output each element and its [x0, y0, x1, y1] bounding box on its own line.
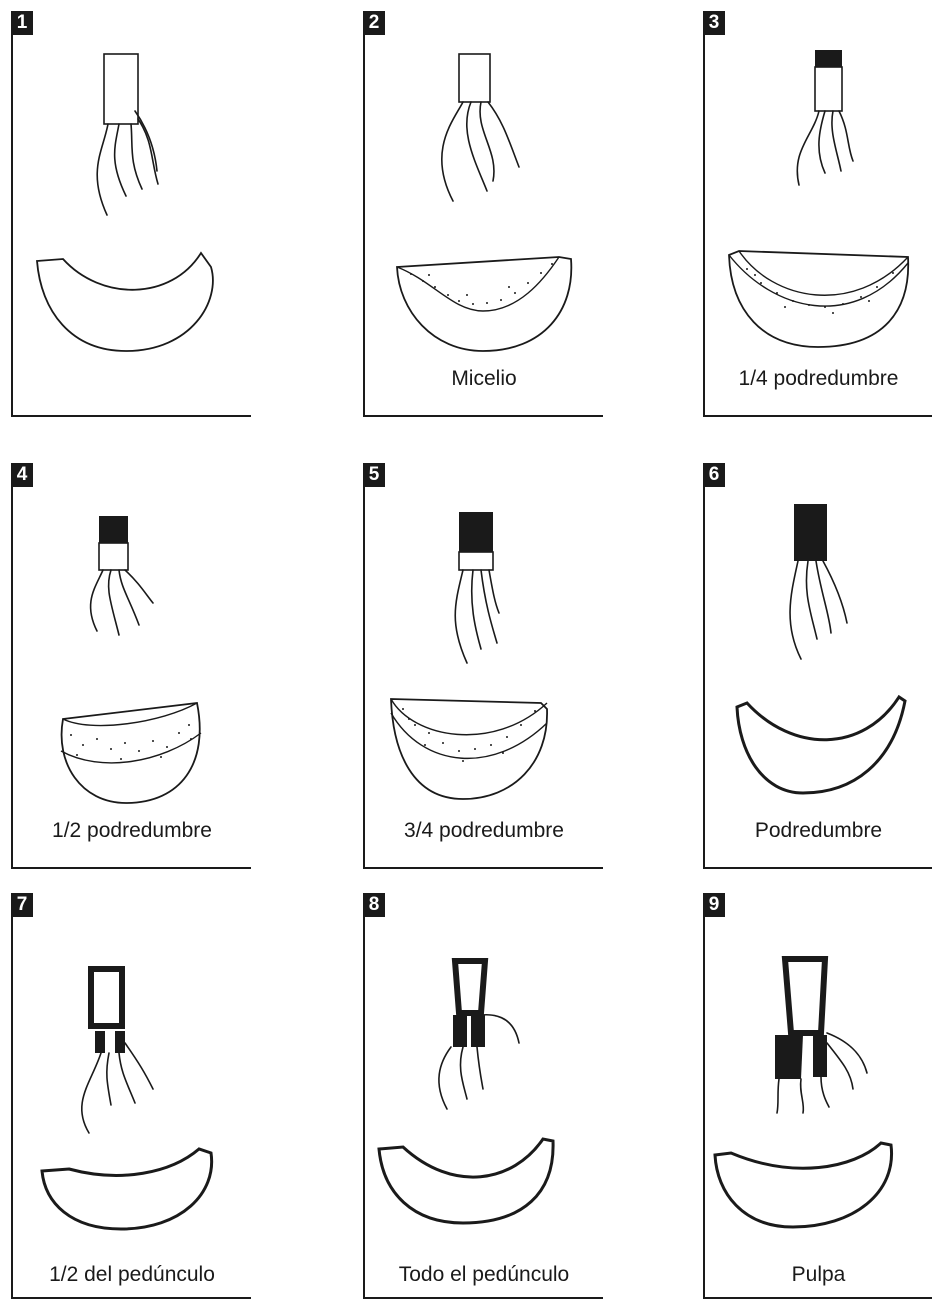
fiber: [832, 111, 841, 171]
fiber: [442, 102, 463, 201]
fiber: [480, 102, 494, 181]
panel-caption: 1/2 del pedúnculo: [13, 1263, 251, 1287]
panel-bottom-border: [703, 1297, 932, 1299]
rot-band: [115, 1031, 125, 1053]
crown-cross-section-drawing: [703, 463, 932, 863]
crown-slice: [62, 703, 200, 803]
fiber: [790, 561, 801, 659]
crown-slice: [715, 1143, 892, 1227]
fiber: [823, 561, 847, 623]
rot-band: [471, 1015, 485, 1047]
panel-bottom-border: [363, 867, 603, 869]
panel-2: 2 Micelio: [363, 11, 603, 431]
crown-slice: [37, 253, 213, 351]
fiber: [472, 570, 481, 649]
panel-bottom-border: [11, 1297, 251, 1299]
panel-1: 1: [11, 11, 251, 431]
panel-4: 4 1/2 podredumbre: [11, 463, 251, 883]
fiber: [821, 1077, 829, 1107]
fiber: [801, 1079, 804, 1113]
fiber: [115, 124, 126, 196]
panel-3: 3 1/4 podredumbre: [703, 11, 932, 431]
fiber: [797, 111, 819, 185]
crown-cross-section-drawing: [11, 11, 251, 411]
fiber: [481, 1015, 519, 1043]
fiber: [819, 111, 825, 173]
panel-caption: Podredumbre: [705, 819, 932, 843]
pedicel: [104, 54, 138, 124]
panel-caption: 3/4 podredumbre: [365, 819, 603, 843]
fiber: [109, 570, 119, 635]
fiber: [82, 1053, 101, 1133]
fiber: [131, 124, 142, 189]
crown-cross-section-drawing: [703, 11, 932, 411]
rot-band: [775, 1035, 803, 1079]
panel-caption: Todo el pedúnculo: [365, 1263, 603, 1287]
fiber: [125, 1043, 153, 1089]
rot-band: [453, 1015, 467, 1047]
crown-cross-section-drawing: [11, 893, 251, 1293]
panel-caption: 1/4 podredumbre: [705, 367, 932, 391]
panel-bottom-border: [703, 867, 932, 869]
panel-bottom-border: [363, 1297, 603, 1299]
fiber: [827, 1033, 867, 1073]
rot-band: [815, 50, 842, 67]
panel-caption: Micelio: [365, 367, 603, 391]
fiber: [107, 1053, 111, 1105]
pedicel: [99, 543, 128, 570]
fiber: [119, 1053, 135, 1103]
panel-8: 8 Todo el pedúnculo: [363, 893, 603, 1313]
panel-bottom-border: [703, 415, 932, 417]
fiber: [460, 1047, 467, 1099]
rot-band: [459, 512, 493, 552]
panel-9: 9 Pulpa: [703, 893, 932, 1313]
crown-slice: [391, 699, 547, 799]
pedicel: [815, 67, 842, 111]
panel-bottom-border: [11, 867, 251, 869]
rot-band: [95, 1031, 105, 1053]
crown-cross-section-drawing: [703, 893, 932, 1293]
pedicel: [455, 961, 485, 1013]
panel-7: 7 1/2 del pedúnculo: [11, 893, 251, 1313]
fiber: [806, 561, 817, 639]
pedicel: [91, 969, 122, 1026]
panel-bottom-border: [363, 415, 603, 417]
fiber: [777, 1079, 779, 1113]
fiber: [489, 570, 499, 613]
fiber: [455, 570, 467, 663]
panel-6: 6 Podredumbre: [703, 463, 932, 883]
fiber: [467, 102, 487, 191]
crown-slice: [397, 257, 571, 351]
fiber: [481, 570, 497, 643]
rot-band: [99, 516, 128, 543]
fiber: [477, 1047, 483, 1089]
pedicel: [785, 959, 825, 1033]
crown-cross-section-drawing: [363, 893, 603, 1293]
panel-bottom-border: [11, 415, 251, 417]
crown-slice: [379, 1139, 553, 1223]
crown-slice: [737, 697, 905, 793]
crown-cross-section-drawing: [363, 11, 603, 411]
pedicel: [459, 552, 493, 570]
panel-caption: 1/2 podredumbre: [13, 819, 251, 843]
crown-cross-section-drawing: [363, 463, 603, 863]
panel-5: 5 3/4 podredumbre: [363, 463, 603, 883]
panel-caption: Pulpa: [705, 1263, 932, 1287]
fiber: [97, 124, 108, 215]
crown-slice: [729, 251, 908, 347]
fiber: [119, 570, 139, 625]
crown-cross-section-drawing: [11, 463, 251, 863]
rot-band: [794, 504, 827, 561]
fiber: [138, 119, 158, 184]
fiber: [439, 1047, 451, 1109]
fiber: [839, 111, 853, 161]
rot-band: [813, 1035, 827, 1077]
fiber: [827, 1043, 853, 1089]
pedicel: [459, 54, 490, 102]
fiber: [91, 570, 103, 631]
crown-slice: [42, 1149, 212, 1229]
fiber: [125, 570, 153, 603]
